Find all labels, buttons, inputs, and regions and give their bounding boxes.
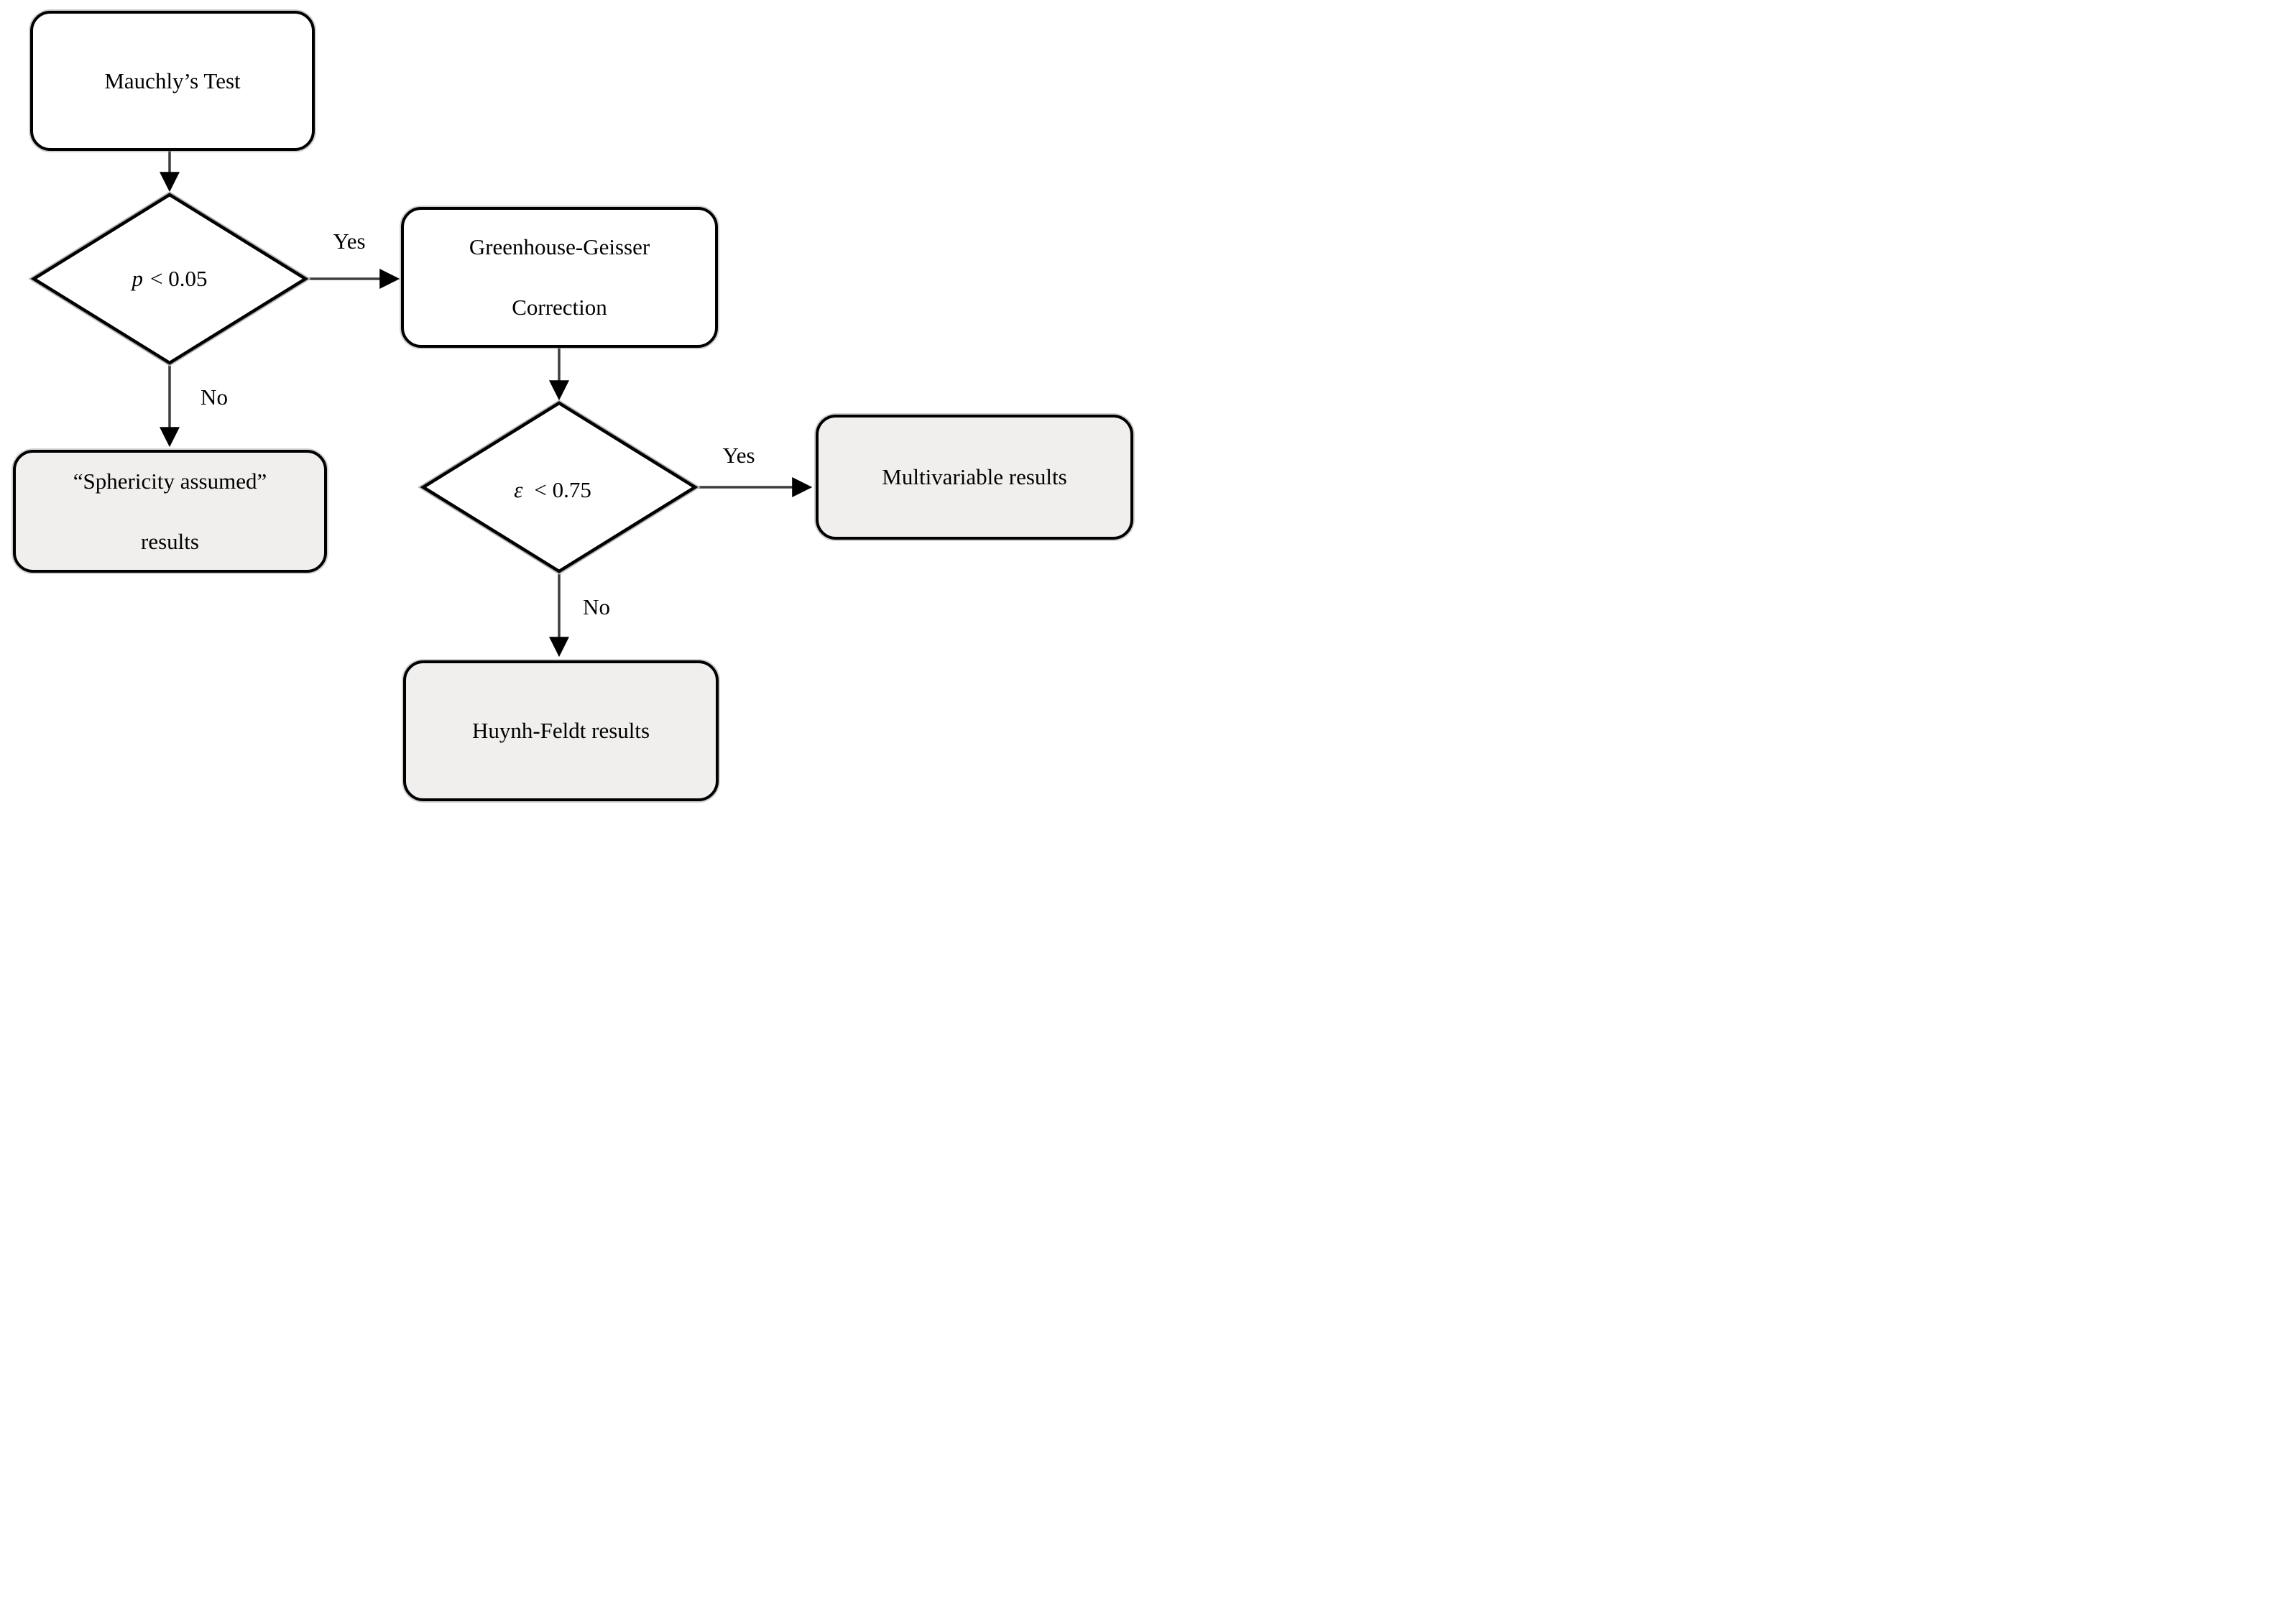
decision-diamond-epsilon xyxy=(418,400,701,575)
node-greenhouse-geisser-correction: Greenhouse-Geisser Correction xyxy=(401,207,718,348)
node-sphericity-assumed-results: “Sphericity assumed” results xyxy=(13,450,327,573)
node-sphericity-line2: results xyxy=(141,528,199,554)
node-huynh-feldt-label: Huynh-Feldt results xyxy=(471,718,650,743)
edge-label-p-yes: Yes xyxy=(333,229,366,254)
node-sphericity-line1: “Sphericity assumed” xyxy=(73,468,267,494)
edge-label-p-no: No xyxy=(201,384,228,410)
flowchart-canvas: Mauchly’s Test Greenhouse-Geisser Correc… xyxy=(0,0,1143,812)
decision-epsilon-label: ε < 0.75 xyxy=(423,406,682,574)
node-multivariable-label: Multivariable results xyxy=(882,464,1067,489)
decision-epsilon-variable: ε xyxy=(514,477,523,502)
decision-p-condition: < 0.05 xyxy=(150,266,208,291)
decision-p-label: p < 0.05 xyxy=(34,195,305,363)
node-greenhouse-line1: Greenhouse-Geisser xyxy=(469,234,650,259)
edge-label-eps-yes: Yes xyxy=(722,443,755,468)
node-greenhouse-line2: Correction xyxy=(512,295,607,320)
node-mauchlys-test-label: Mauchly’s Test xyxy=(104,68,241,93)
decision-diamond-p xyxy=(28,191,311,366)
node-multivariable-results: Multivariable results xyxy=(816,415,1133,540)
node-mauchlys-test: Mauchly’s Test xyxy=(30,11,315,151)
decision-epsilon-condition: < 0.75 xyxy=(534,477,591,502)
flowchart-wires xyxy=(28,151,813,658)
decision-p-variable: p xyxy=(132,266,144,291)
edge-label-eps-no: No xyxy=(583,594,610,619)
node-huynh-feldt-results: Huynh-Feldt results xyxy=(403,660,719,801)
